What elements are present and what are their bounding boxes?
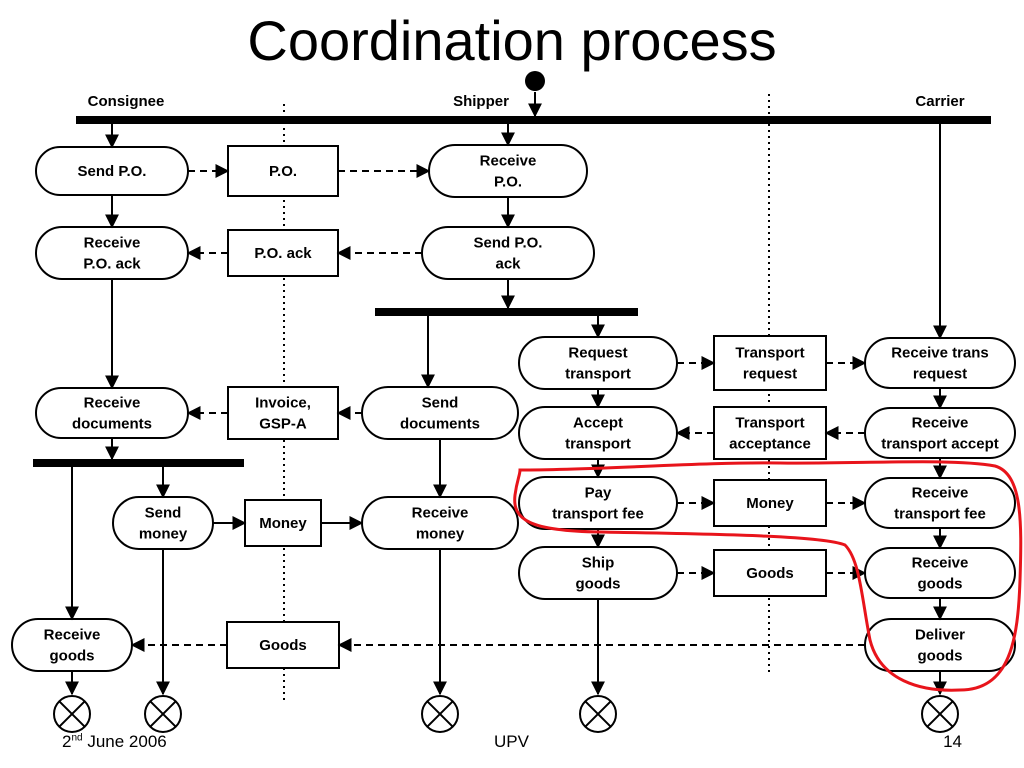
activity-send-documents: Send documents	[361, 386, 519, 440]
transport-request-doc-label-line-1: Transport	[735, 345, 804, 362]
po-doc-label-line-1: P.O.	[269, 163, 297, 180]
money-doc-left-label-line-1: Money	[259, 515, 307, 532]
artifact-invoice-doc: Invoice, GSP-A	[227, 386, 339, 440]
activity-ship-goods: Ship goods	[518, 546, 678, 600]
accept-transport-label-line-1: Accept	[573, 415, 623, 432]
receive-transport-fee-label-line-2: transport fee	[894, 506, 986, 523]
request-transport-label-line-2: transport	[565, 366, 631, 383]
money-doc-right-label-line-1: Money	[746, 495, 794, 512]
artifact-goods-doc-right: Goods	[713, 549, 827, 597]
activity-receive-documents: Receive documents	[35, 387, 189, 439]
receive-trans-request-label-line-1: Receive trans	[891, 345, 989, 362]
send-documents-label-line-1: Send	[422, 395, 459, 412]
activity-receive-transport-accept: Receive transport accept	[864, 407, 1016, 459]
send-po-ack-label-line-1: Send P.O.	[474, 235, 543, 252]
ship-goods-label-line-1: Ship	[582, 555, 615, 572]
activity-deliver-goods: Deliver goods	[864, 618, 1016, 672]
artifact-goods-doc-left: Goods	[226, 621, 340, 669]
receive-money-label-line-1: Receive	[412, 505, 469, 522]
send-po-ack-label-line-2: ack	[495, 256, 521, 273]
po-ack-doc-label-line-1: P.O. ack	[254, 245, 312, 262]
footer-date: 2nd June 2006	[62, 732, 167, 751]
transport-acceptance-doc-label-line-1: Transport	[735, 415, 804, 432]
send-documents-label-line-2: documents	[400, 416, 480, 433]
pay-transport-fee-label-line-1: Pay	[585, 485, 612, 502]
activity-pay-transport-fee: Pay transport fee	[518, 476, 678, 530]
activity-receive-transport-fee: Receive transport fee	[864, 477, 1016, 529]
receive-goods-carrier-label-line-2: goods	[918, 576, 963, 593]
transport-request-doc-label-line-2: request	[743, 366, 797, 383]
receive-transport-fee-label-line-1: Receive	[912, 485, 969, 502]
artifact-transport-acceptance-doc: Transport acceptance	[713, 406, 827, 460]
request-transport-label-line-1: Request	[568, 345, 627, 362]
lane-label-consignee: Consignee	[88, 93, 165, 110]
fork-bar-consignee	[33, 459, 244, 467]
highlight-annotation	[513, 460, 1023, 692]
artifact-po-doc: P.O.	[227, 145, 339, 197]
end-node	[921, 695, 959, 733]
receive-po-label-line-1: Receive	[480, 153, 537, 170]
transport-acceptance-doc-label-line-2: acceptance	[729, 436, 811, 453]
receive-trans-request-label-line-2: request	[913, 366, 967, 383]
activity-receive-trans-request: Receive trans request	[864, 337, 1016, 389]
start-node	[525, 71, 545, 91]
send-po-label-line-1: Send P.O.	[78, 163, 147, 180]
accept-transport-label-line-2: transport	[565, 436, 631, 453]
artifact-transport-request-doc: Transport request	[713, 335, 827, 391]
receive-po-ack-label-line-1: Receive	[84, 235, 141, 252]
activity-accept-transport: Accept transport	[518, 406, 678, 460]
send-money-label-line-1: Send	[145, 505, 182, 522]
activity-receive-money: Receive money	[361, 496, 519, 550]
receive-transport-accept-label-line-1: Receive	[912, 415, 969, 432]
lane-label-carrier: Carrier	[915, 93, 964, 110]
receive-goods-consignee-label-line-2: goods	[50, 648, 95, 665]
pay-transport-fee-label-line-2: transport fee	[552, 506, 644, 523]
receive-goods-carrier-label-line-1: Receive	[912, 555, 969, 572]
activity-request-transport: Request transport	[518, 336, 678, 390]
deliver-goods-label-line-2: goods	[918, 648, 963, 665]
receive-documents-label-line-2: documents	[72, 416, 152, 433]
artifact-money-doc-left: Money	[244, 499, 322, 547]
slide-title: Coordination process	[247, 9, 777, 72]
invoice-doc-label-line-2: GSP-A	[259, 416, 307, 433]
end-node	[53, 695, 91, 733]
send-money-label-line-2: money	[139, 526, 188, 543]
activity-send-po: Send P.O.	[35, 146, 189, 196]
invoice-doc-label-line-1: Invoice,	[255, 395, 311, 412]
goods-doc-left-label-line-1: Goods	[259, 637, 307, 654]
receive-po-label-line-2: P.O.	[494, 174, 522, 191]
end-node	[144, 695, 182, 733]
end-node	[421, 695, 459, 733]
artifact-po-ack-doc: P.O. ack	[227, 229, 339, 277]
receive-documents-label-line-1: Receive	[84, 395, 141, 412]
activity-receive-goods-consignee: Receive goods	[11, 618, 133, 672]
receive-goods-consignee-label-line-1: Receive	[44, 627, 101, 644]
lane-label-shipper: Shipper	[453, 93, 509, 110]
footer-org: UPV	[494, 732, 529, 751]
footer-page-number: 14	[943, 732, 962, 751]
activity-send-po-ack: Send P.O. ack	[421, 226, 595, 280]
receive-money-label-line-2: money	[416, 526, 465, 543]
ship-goods-label-line-2: goods	[576, 576, 621, 593]
artifact-money-doc-right: Money	[713, 479, 827, 527]
fork-bar-main	[76, 116, 991, 124]
deliver-goods-label-line-1: Deliver	[915, 627, 965, 644]
fork-bar-shipper	[375, 308, 638, 316]
activity-receive-goods-carrier: Receive goods	[864, 547, 1016, 599]
goods-doc-right-label-line-1: Goods	[746, 565, 794, 582]
activity-send-money: Send money	[112, 496, 214, 550]
end-node	[579, 695, 617, 733]
receive-transport-accept-label-line-2: transport accept	[881, 436, 999, 453]
receive-po-ack-label-line-2: P.O. ack	[83, 256, 141, 273]
